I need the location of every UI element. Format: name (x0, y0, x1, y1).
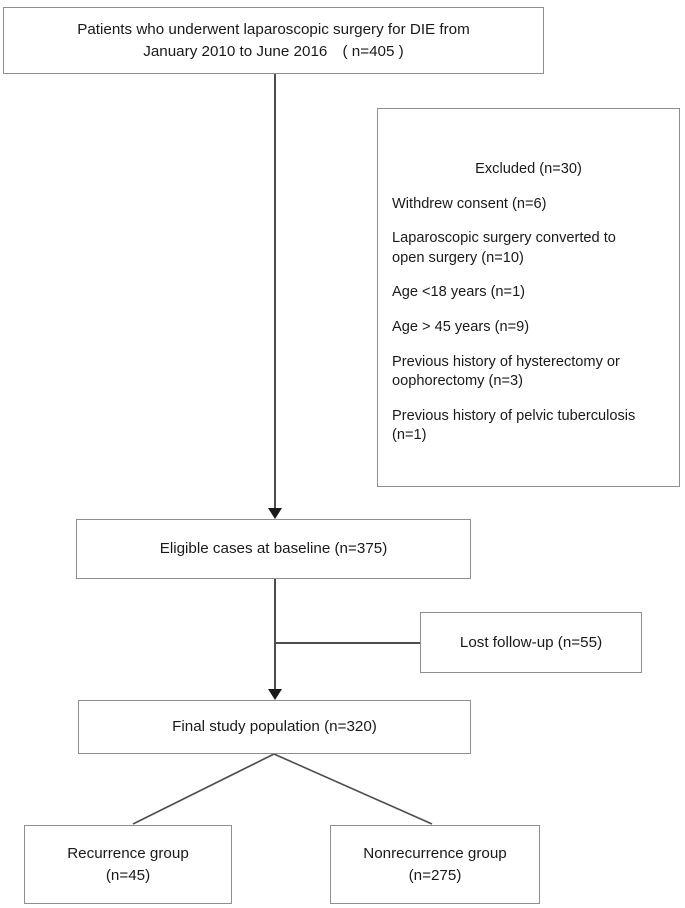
excluded-item: Previous history of hysterectomy or ooph… (392, 353, 620, 390)
excluded-item: Age <18 years (n=1) (392, 284, 526, 301)
excluded-body: Excluded (n=30) Withdrew consent (n=6) L… (388, 160, 669, 445)
node-nonrecurrence-count: (n=275) (408, 866, 462, 884)
arrowhead-eligible (268, 508, 282, 519)
connector-enrolled-to-eligible (274, 74, 276, 511)
connector-eligible-to-final (274, 579, 276, 692)
node-nonrecurrence-label: Nonrecurrence group (363, 844, 507, 862)
excluded-item: Previous history of pelvic tuberculosis … (392, 407, 636, 444)
connector-final-to-nonrecurrence (273, 753, 433, 825)
node-enrolled-line1: Patients who underwent laparoscopic surg… (77, 20, 470, 38)
node-recurrence-count: (n=45) (105, 866, 151, 884)
arrowhead-final (268, 689, 282, 700)
excluded-title: Excluded (n=30) (475, 161, 582, 178)
node-eligible-label: Eligible cases at baseline (n=375) (159, 540, 388, 558)
node-excluded: Excluded (n=30) Withdrew consent (n=6) L… (377, 108, 680, 487)
excluded-item: Withdrew consent (n=6) (392, 195, 547, 212)
node-recurrence-label: Recurrence group (67, 844, 189, 862)
node-eligible-cases: Eligible cases at baseline (n=375) (76, 519, 471, 579)
node-final-population: Final study population (n=320) (78, 700, 471, 754)
connector-final-to-recurrence (132, 753, 275, 825)
excluded-item: Age > 45 years (n=9) (392, 319, 530, 335)
node-final-label: Final study population (n=320) (172, 718, 377, 736)
node-lost-followup: Lost follow-up (n=55) (420, 612, 642, 673)
node-recurrence-group: Recurrence group (n=45) (24, 825, 232, 904)
connector-to-lost-followup (275, 642, 421, 644)
node-nonrecurrence-group: Nonrecurrence group (n=275) (330, 825, 540, 904)
node-lost-label: Lost follow-up (n=55) (459, 633, 603, 651)
node-enrolled-line2: January 2010 to June 2016 ( n=405 ) (143, 42, 404, 60)
excluded-item: Laparoscopic surgery converted to open s… (392, 230, 616, 266)
node-enrolled-patients: Patients who underwent laparoscopic surg… (3, 7, 544, 74)
